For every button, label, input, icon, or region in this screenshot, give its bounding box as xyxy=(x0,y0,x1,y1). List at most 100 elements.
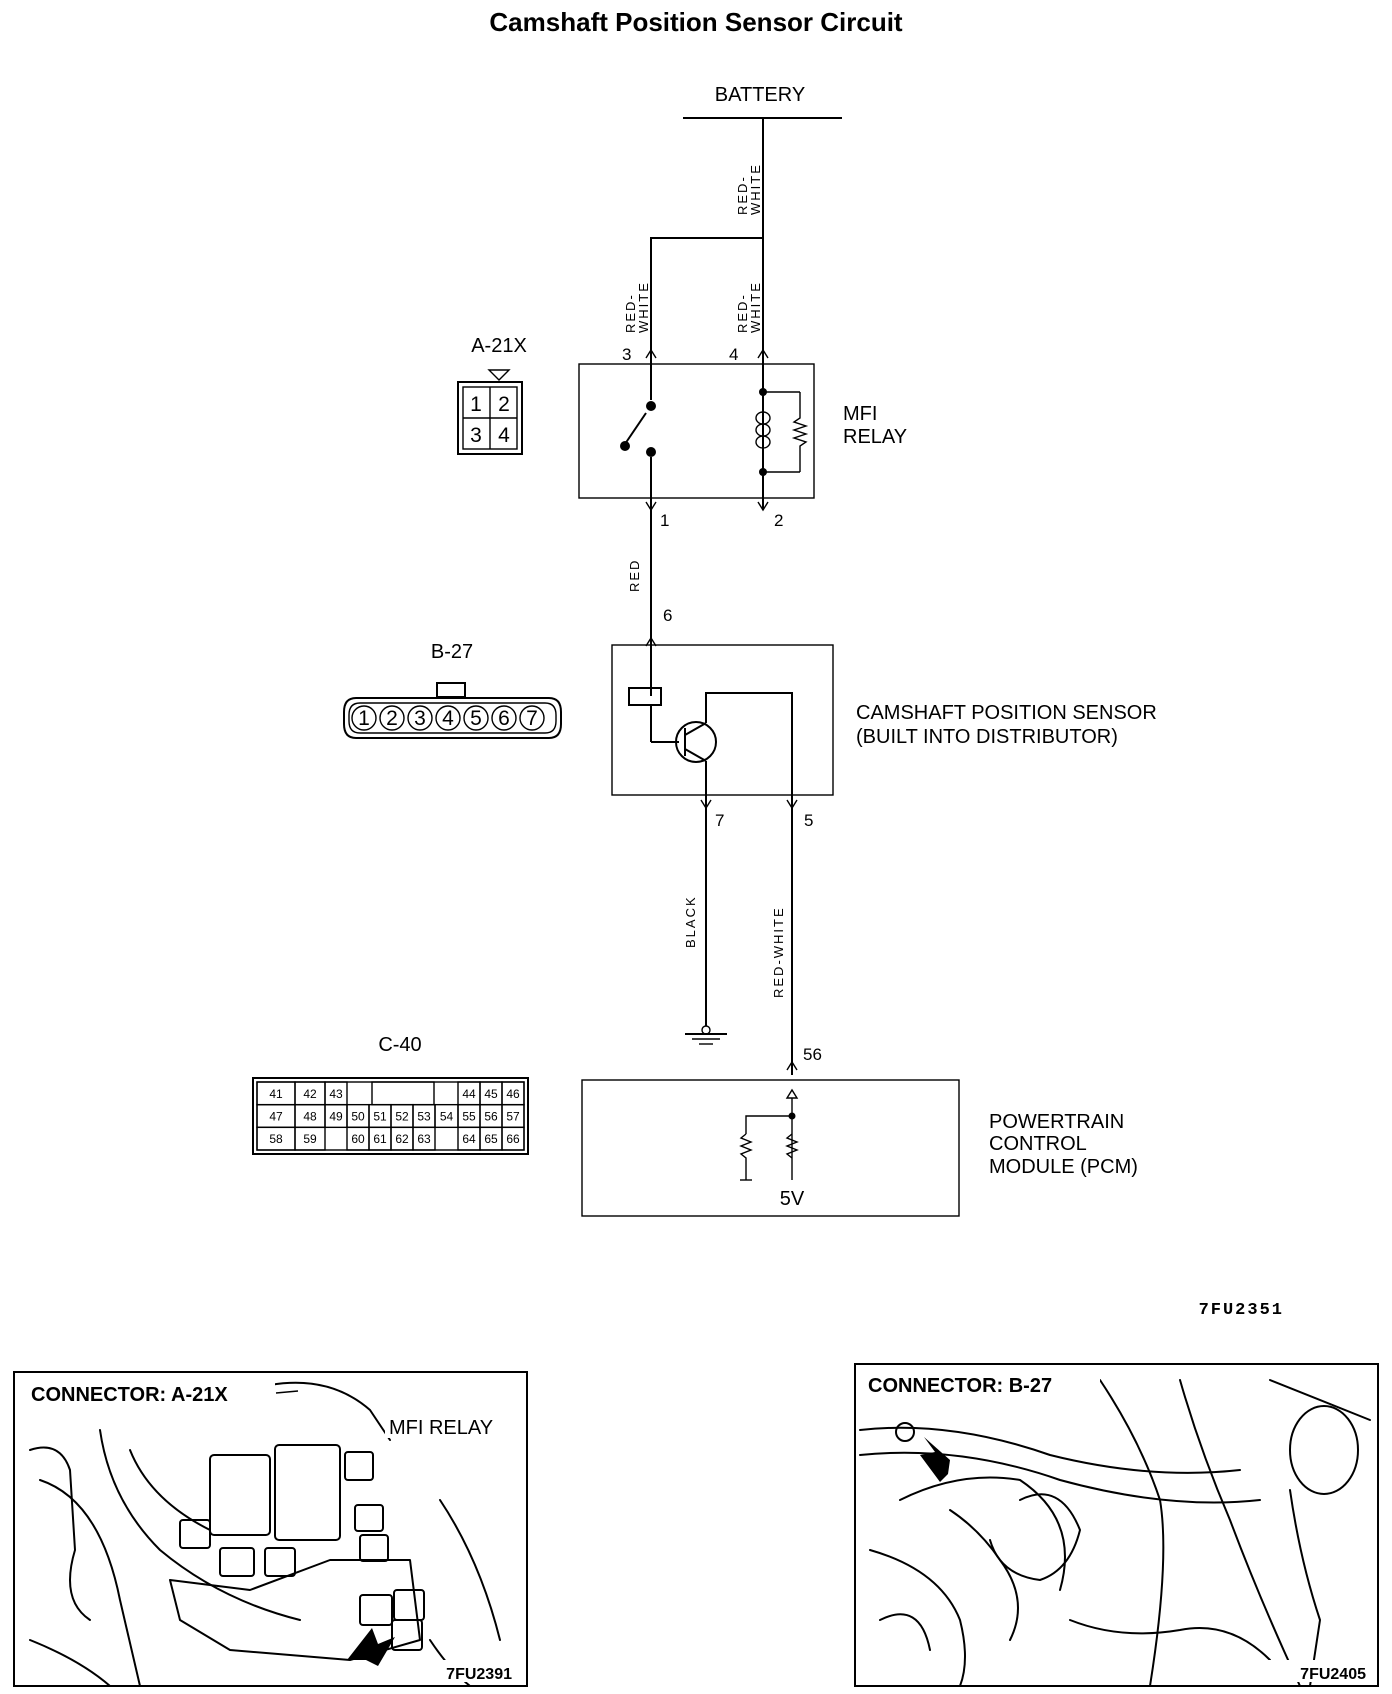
wire-label-pin3: RED-WHITE xyxy=(623,281,651,333)
pcm-internals xyxy=(739,1088,799,1181)
c40-cell: 65 xyxy=(484,1132,498,1146)
c40-cell: 49 xyxy=(329,1110,343,1124)
c40-cell: 45 xyxy=(484,1087,498,1101)
mfi-relay-label-2: RELAY xyxy=(843,426,907,448)
wire-label-pin3-text: RED-WHITE xyxy=(623,281,651,333)
pin4-arrow xyxy=(757,348,769,359)
connector-a21x-label: A-21X xyxy=(471,335,527,357)
connector-a21x: 1 2 3 4 xyxy=(457,381,523,455)
connector-b27 xyxy=(343,682,562,739)
connector-c40-label: C-40 xyxy=(378,1034,421,1056)
connector-a21x-key xyxy=(487,369,511,381)
c40-cell: 42 xyxy=(303,1087,317,1101)
page-title: Camshaft Position Sensor Circuit xyxy=(489,7,903,37)
c40-cell-box xyxy=(294,1126,326,1151)
photo-right-code: 7FU2405 xyxy=(1300,1666,1366,1683)
wire-branch-pin3 xyxy=(650,237,763,356)
b27-cell-ring xyxy=(491,705,517,731)
b27-cell: 4 xyxy=(442,707,454,730)
sensor-pin-6: 6 xyxy=(663,606,672,625)
sensor-pin-5: 5 xyxy=(804,811,813,830)
relay-coil xyxy=(755,356,809,510)
photo-right-title: CONNECTOR: B-27 xyxy=(868,1375,1052,1397)
c40-cell-box xyxy=(501,1126,525,1151)
c40-cell: 62 xyxy=(395,1132,409,1146)
sensor-label-2: (BUILT INTO DISTRIBUTOR) xyxy=(856,726,1118,748)
pcm-pin-56: 56 xyxy=(803,1045,822,1064)
wire-label-battery-feed-text: RED-WHITE xyxy=(735,163,763,215)
c40-cell: 59 xyxy=(303,1132,317,1146)
relay-pin-4: 4 xyxy=(729,345,738,364)
pin2-arrow xyxy=(757,501,769,512)
wire-label-black: BLACK xyxy=(683,895,698,948)
figure-code: 7FU2351 xyxy=(1199,1301,1284,1320)
wire-label-red: RED xyxy=(627,559,642,592)
sensor-label-1: CAMSHAFT POSITION SENSOR xyxy=(856,702,1157,724)
c40-cell: 57 xyxy=(506,1110,520,1124)
a21x-cell-4: 4 xyxy=(498,424,510,447)
c40-cell: 50 xyxy=(351,1110,365,1124)
b27-cell: 6 xyxy=(498,707,510,730)
c40-cell: 56 xyxy=(484,1110,498,1124)
engine-bay-sketch-left xyxy=(29,1381,501,1687)
pin56-arrow xyxy=(786,1060,798,1071)
c40-cell: 60 xyxy=(351,1132,365,1146)
wire-label-red-white: RED-WHITE xyxy=(771,906,786,998)
c40-cell: 55 xyxy=(462,1110,476,1124)
photo-connector-a21x: CONNECTOR: A-21X MFI RELAY 7FU2391 xyxy=(13,1371,528,1687)
camshaft-sensor-box xyxy=(611,644,834,796)
sensor-pin-7: 7 xyxy=(715,811,724,830)
relay-switch xyxy=(620,356,656,508)
b27-cell-ring xyxy=(351,705,377,731)
wire-label-red-text: RED xyxy=(627,559,642,592)
photo-connector-b27: CONNECTOR: B-27 7FU2405 xyxy=(854,1363,1379,1687)
b27-cell: 2 xyxy=(386,707,398,730)
c40-cell: 41 xyxy=(269,1087,283,1101)
relay-pin-3: 3 xyxy=(622,345,631,364)
wire-label-battery-feed: RED-WHITE xyxy=(735,163,763,215)
pcm-label-2: CONTROL xyxy=(989,1133,1087,1155)
mfi-relay-box xyxy=(578,363,815,499)
b27-cell-ring xyxy=(407,705,433,731)
c40-cell: 48 xyxy=(303,1110,317,1124)
photo-left-title: CONNECTOR: A-21X xyxy=(31,1384,228,1406)
relay-pin-1: 1 xyxy=(660,511,669,530)
c40-cell: 52 xyxy=(395,1110,409,1124)
b27-cell-ring xyxy=(519,705,545,731)
c40-cell-box xyxy=(412,1126,436,1151)
connector-b27-label: B-27 xyxy=(431,641,473,663)
pcm-voltage: 5V xyxy=(780,1188,805,1210)
a21x-cell-3: 3 xyxy=(470,424,482,447)
b27-cell: 1 xyxy=(358,707,370,730)
c40-cell-box xyxy=(371,1081,435,1106)
c40-cell: 47 xyxy=(269,1110,283,1124)
c40-cell: 58 xyxy=(269,1132,283,1146)
b27-cell-ring xyxy=(435,705,461,731)
c40-cell: 64 xyxy=(462,1132,476,1146)
c40-cell: 44 xyxy=(462,1087,476,1101)
pcm-label-3: MODULE (PCM) xyxy=(989,1156,1138,1178)
engine-bay-sketch-right xyxy=(859,1379,1371,1687)
c40-cell: 66 xyxy=(506,1132,520,1146)
c40-cell: 61 xyxy=(373,1132,387,1146)
b27-cell-ring xyxy=(463,705,489,731)
b27-cell: 3 xyxy=(414,707,426,730)
c40-cell: 43 xyxy=(329,1087,343,1101)
battery-label: BATTERY xyxy=(715,84,805,106)
c40-cell: 53 xyxy=(417,1110,431,1124)
pin6-arrow xyxy=(645,636,657,647)
photo-left-code: 7FU2391 xyxy=(446,1666,512,1683)
wire-label-red-white-text: RED-WHITE xyxy=(771,906,786,998)
wire-label-pin4-text: RED-WHITE xyxy=(735,281,763,333)
c40-cell: 54 xyxy=(440,1110,454,1124)
c40-cell: 46 xyxy=(506,1087,520,1101)
a21x-cell-2: 2 xyxy=(498,393,510,416)
pcm-box xyxy=(581,1079,960,1217)
c40-cell: 63 xyxy=(417,1132,431,1146)
b27-cell: 7 xyxy=(526,707,538,730)
photo-left-callout: MFI RELAY xyxy=(389,1417,493,1439)
b27-cell: 5 xyxy=(470,707,482,730)
